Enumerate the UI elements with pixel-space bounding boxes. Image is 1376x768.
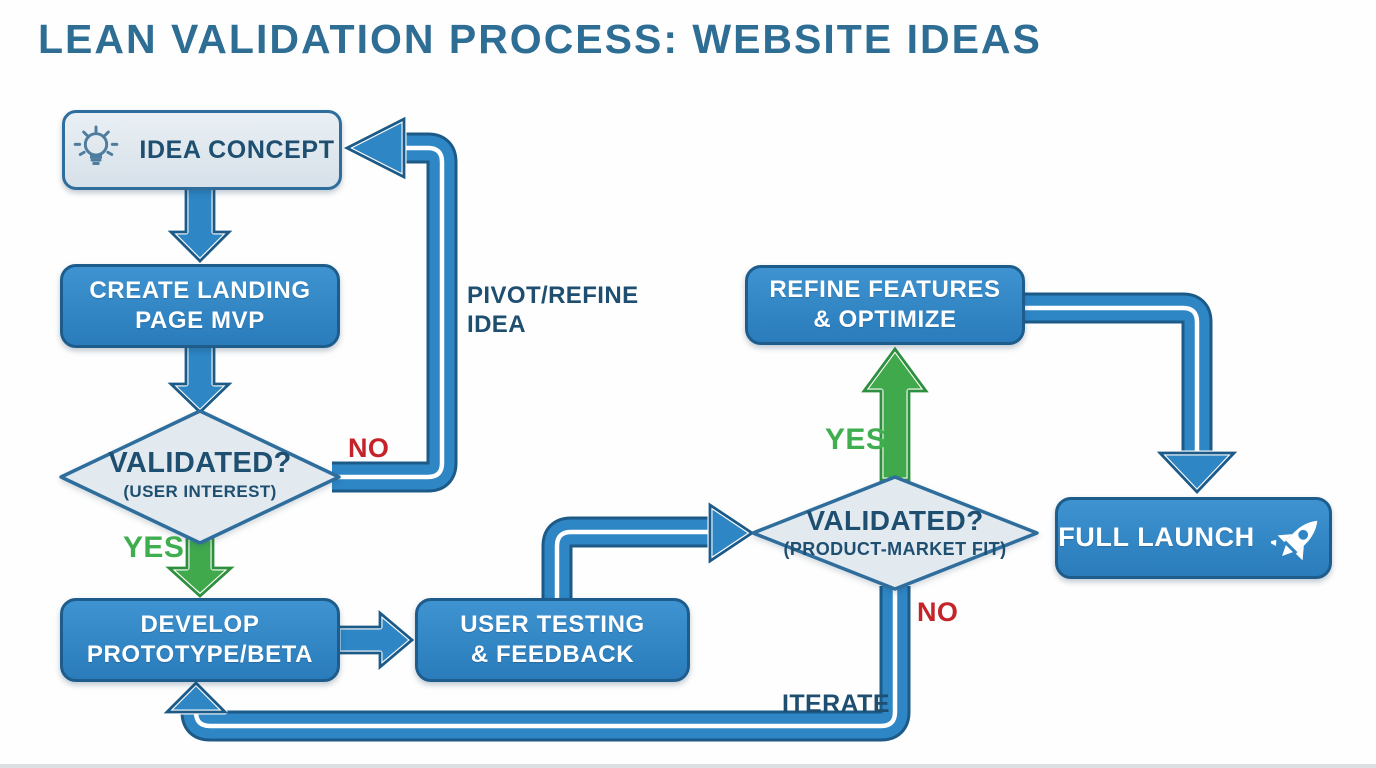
idea-concept-label: IDEA CONCEPT [139,135,335,164]
decision-question: VALIDATED? [806,505,984,536]
diamond-validated-pmf [751,475,1039,591]
node-create-landing-page: CREATE LANDING PAGE MVP [60,264,340,348]
validated-user-interest-label: VALIDATED? (USER INTEREST) [60,447,340,502]
edge-refine-to-launch [1023,292,1238,495]
arrowhead-up-icon [164,680,228,715]
full-launch-label: FULL LAUNCH [1058,522,1255,553]
edge-pivot-loop [332,116,458,493]
node-user-testing: USER TESTING & FEEDBACK [415,598,690,682]
node-label-line: & FEEDBACK [470,641,635,668]
green-up-arrow-icon [861,346,929,483]
edge-develop-to-testing [335,609,415,671]
edge-no-iterate-loop [163,586,911,742]
arrowhead-right-icon [707,502,755,564]
lightbulb-icon [69,123,123,177]
down-arrow-icon [168,181,232,264]
edge-yes-validated2-to-refine [861,346,929,483]
node-label-line: PAGE MVP [135,307,265,334]
pivot-label-line: PIVOT/REFINE [467,282,639,309]
node-label-line: CREATE LANDING [89,277,311,305]
validated-pmf-label: VALIDATED? (PRODUCT-MARKET FIT) [755,505,1035,560]
yes-label-pmf: YES [825,423,887,456]
node-label-line: USER TESTING [460,611,645,639]
right-arrow-icon [335,610,415,670]
edge-testing-to-validated2 [541,502,755,602]
node-label-line: REFINE FEATURES [769,276,1001,304]
edge-idea-to-create [167,181,233,264]
node-full-launch: FULL LAUNCH [1055,497,1332,579]
node-label-line: DEVELOP [140,611,260,639]
down-arrow-icon [168,339,232,415]
node-label-line: PROTOTYPE/BETA [86,641,314,668]
page-title: LEAN VALIDATION PROCESS: WEBSITE IDEAS [38,16,1042,62]
arrowhead-left-icon [344,116,407,180]
diamond-validated-user-interest [59,409,341,545]
pivot-refine-label: PIVOT/REFINE IDEA [467,281,639,339]
node-label-line: & OPTIMIZE [813,306,957,333]
node-refine-features: REFINE FEATURES & OPTIMIZE [745,265,1025,345]
bottom-edge-line [0,764,1376,768]
no-label-pmf: NO [917,597,959,627]
iterate-label: ITERATE [782,690,890,718]
decision-criterion: (USER INTEREST) [123,482,277,501]
yes-label-user-interest: YES [123,531,185,564]
decision-criterion: (PRODUCT-MARKET FIT) [783,539,1007,559]
decision-question: VALIDATED? [108,447,292,479]
edge-create-to-validated1 [167,339,233,415]
no-label-user-interest: NO [348,433,390,463]
node-develop-prototype: DEVELOP PROTOTYPE/BETA [60,598,340,682]
node-idea-concept: IDEA CONCEPT [62,110,342,190]
rocket-icon [1270,509,1329,567]
edge-yes-validated1-to-develop [165,535,235,599]
arrowhead-down-icon [1157,450,1237,495]
pivot-label-line: IDEA [467,311,526,338]
